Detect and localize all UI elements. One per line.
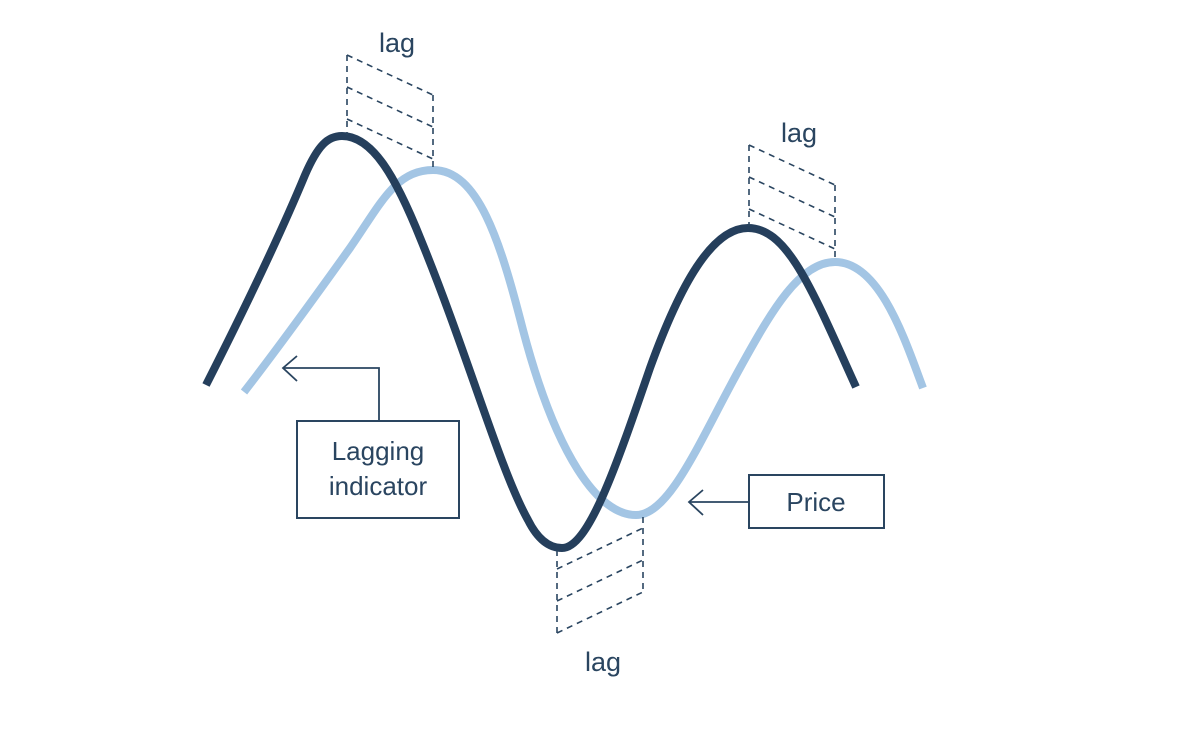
lagging-indicator-callout: Lagging indicator <box>296 420 460 519</box>
lag-region-3 <box>556 517 644 634</box>
price-arrow <box>687 489 749 516</box>
price-label: Price <box>786 487 845 517</box>
lag-label-2: lag <box>781 118 817 148</box>
lag-region-1 <box>346 54 434 168</box>
lagging-indicator-label-line1: Lagging <box>332 436 425 466</box>
lagging-indicator-arrow <box>281 355 380 421</box>
price-curve <box>202 131 860 553</box>
lagging-indicator-label-line2: indicator <box>329 471 428 501</box>
lag-region-2 <box>748 144 836 260</box>
price-callout: Price <box>748 474 885 529</box>
lag-label-1: lag <box>379 28 415 58</box>
lagging-indicator-curve <box>240 165 927 520</box>
lag-label-3: lag <box>585 647 621 677</box>
price-box <box>748 474 885 529</box>
lagging-indicator-box <box>296 420 460 519</box>
